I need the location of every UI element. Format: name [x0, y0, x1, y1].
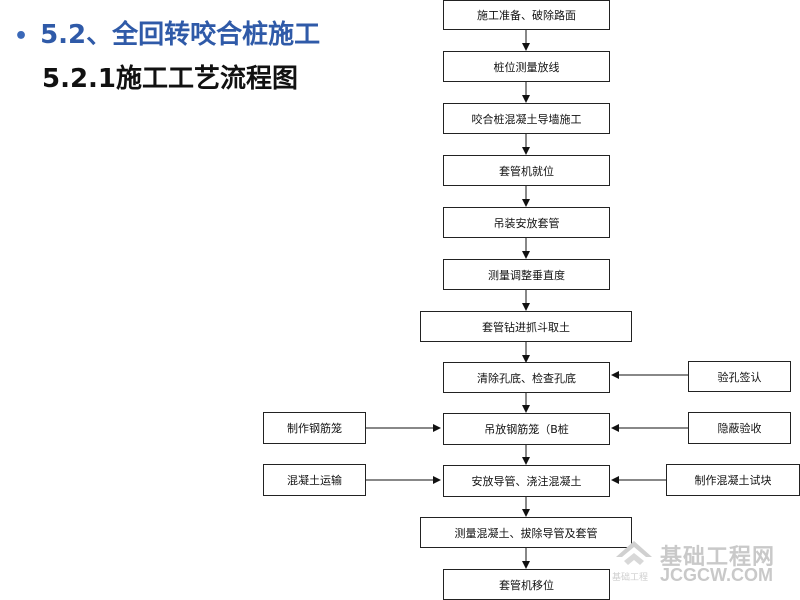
flow-step-9: 吊放钢筋笼（B桩 — [443, 413, 610, 445]
flow-right-2: 隐蔽验收 — [688, 412, 791, 444]
flow-step-10: 安放导管、浇注混凝土 — [443, 465, 610, 497]
flow-step-12: 套管机移位 — [443, 569, 610, 600]
bullet-icon: • — [14, 24, 29, 49]
flow-step-5: 吊装安放套管 — [443, 207, 610, 238]
watermark-logo-icon — [616, 541, 652, 565]
flow-step-8: 清除孔底、检查孔底 — [443, 362, 610, 393]
flow-step-6: 测量调整垂直度 — [443, 259, 610, 290]
flow-step-3: 咬合桩混凝土导墙施工 — [443, 103, 610, 134]
watermark-subtitle: 基础工程 — [612, 573, 649, 583]
slide-subheading: 5.2.1施工工艺流程图 — [42, 64, 299, 94]
slide-heading: • 5.2、全回转咬合桩施工 — [14, 14, 320, 51]
watermark-url: JCGCW.COM — [660, 565, 774, 585]
flow-left-2: 混凝土运输 — [263, 464, 366, 496]
flow-left-1: 制作钢筋笼 — [263, 412, 366, 444]
slide-heading-text: 5.2、全回转咬合桩施工 — [40, 20, 321, 50]
watermark-title: 基础工程网 — [660, 545, 776, 570]
flow-step-1: 施工准备、破除路面 — [443, 0, 610, 30]
flow-step-11: 测量混凝土、拔除导管及套管 — [420, 517, 632, 548]
flow-step-7: 套管钻进抓斗取土 — [420, 311, 632, 342]
flow-right-1: 验孔签认 — [688, 361, 791, 392]
flow-step-2: 桩位测量放线 — [443, 51, 610, 82]
flow-step-4: 套管机就位 — [443, 155, 610, 186]
flow-right-3: 制作混凝土试块 — [666, 464, 800, 496]
